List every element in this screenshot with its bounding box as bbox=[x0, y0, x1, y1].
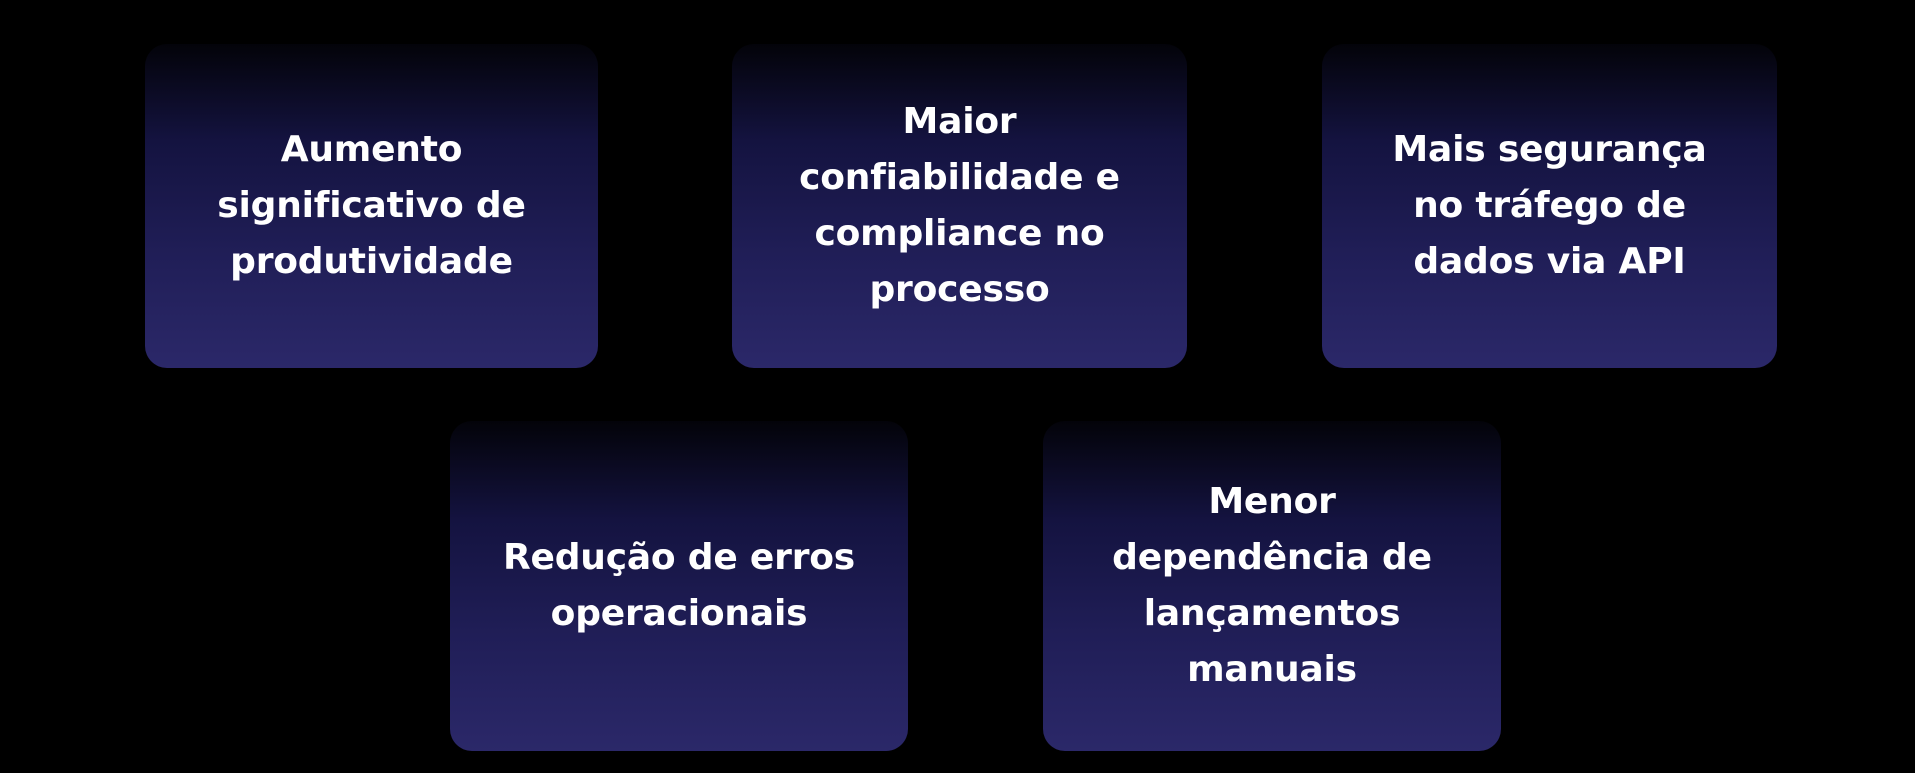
benefit-card-produtividade: Aumento significativo de produtividade bbox=[145, 44, 598, 368]
benefit-card-reducao-erros: Redução de erros operacionais bbox=[450, 421, 908, 751]
benefit-card-seguranca-text: Mais segurança no tráfego de dados via A… bbox=[1392, 129, 1707, 282]
benefit-card-dependencia: Menor dependência de lançamentos manuais bbox=[1043, 421, 1501, 751]
benefit-card-confiabilidade-text: Maior confiabilidade e compliance no pro… bbox=[799, 101, 1120, 310]
benefit-card-confiabilidade: Maior confiabilidade e compliance no pro… bbox=[732, 44, 1187, 368]
benefit-card-produtividade-text: Aumento significativo de produtividade bbox=[217, 129, 526, 282]
benefit-card-reducao-erros-text: Redução de erros operacionais bbox=[502, 537, 856, 634]
benefit-card-dependencia-text: Menor dependência de lançamentos manuais bbox=[1112, 481, 1432, 690]
benefit-card-seguranca: Mais segurança no tráfego de dados via A… bbox=[1322, 44, 1777, 368]
